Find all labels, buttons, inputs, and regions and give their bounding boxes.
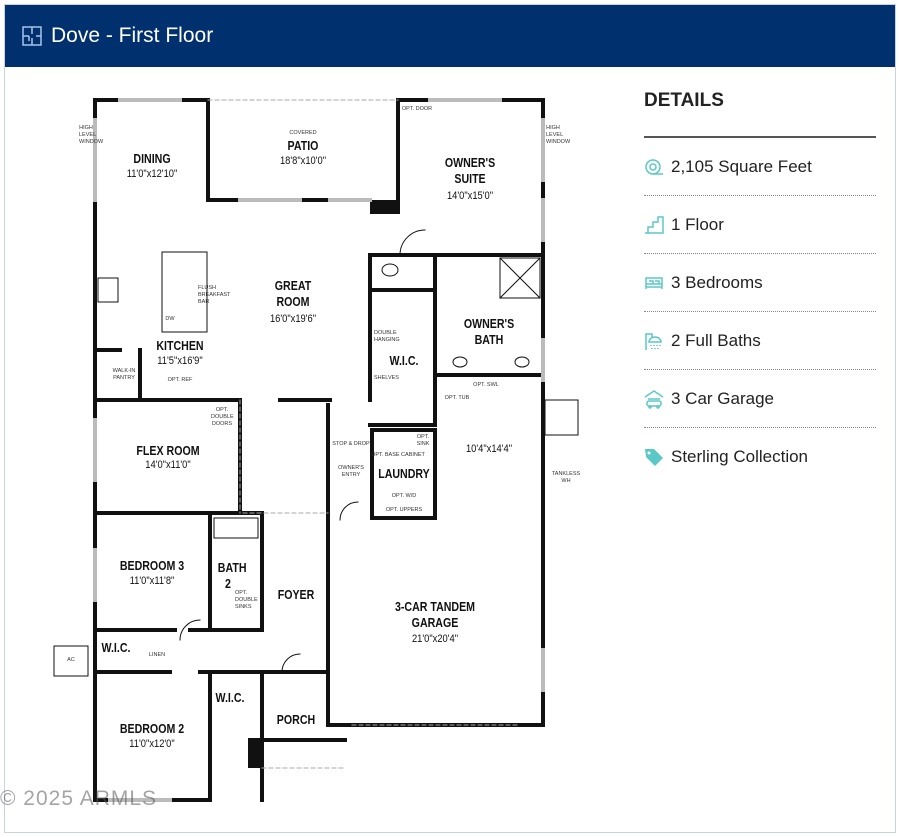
note-opt-ref: OPT. REF	[167, 377, 193, 383]
room-owners-suite-name: OWNER'S SUITE	[444, 156, 496, 186]
room-garage-dim: 21'0"x20'4"	[411, 633, 459, 645]
details-title: DETAILS	[644, 88, 876, 138]
room-flex-name: FLEX ROOM	[136, 444, 200, 458]
room-garage-name: 3-CAR TANDEM GARAGE	[394, 600, 476, 630]
detail-label: 2 Full Baths	[671, 330, 761, 350]
room-foyer-name: FOYER	[277, 588, 315, 602]
details-panel: DETAILS 2,105 Square Feet 1 Floor 3 Bedr…	[644, 88, 876, 485]
note-opt-wd: OPT. W/D	[391, 493, 417, 499]
note-walk-in-pantry: WALK-IN PANTRY	[112, 368, 136, 381]
floorplan-icon	[22, 26, 42, 46]
room-bath2-name: BATH 2	[217, 561, 247, 591]
detail-square-feet: 2,105 Square Feet	[644, 138, 876, 196]
note-opt-sink: OPT. SINK	[416, 434, 430, 447]
note-double-hanging: DOUBLE HANGING	[374, 330, 400, 343]
detail-collection: Sterling Collection	[644, 428, 876, 485]
note-opt-swl: OPT. SWL	[473, 382, 499, 388]
room-owners-suite-dim: 14'0"x15'0"	[446, 190, 494, 202]
page-frame	[4, 4, 896, 833]
dashed-lines	[207, 99, 521, 769]
tag-icon	[645, 448, 663, 466]
note-flush-breakfast-bar: FLUSH BREAKFAST BAR	[198, 285, 231, 305]
room-laundry-name: LAUNDRY	[378, 467, 430, 481]
note-stop-drop: STOP & DROP	[332, 441, 370, 447]
note-opt-uppers: OPT. UPPERS	[385, 507, 423, 513]
shower-icon	[645, 332, 662, 350]
header-bar: Dove - First Floor	[5, 5, 895, 67]
garage-icon	[644, 389, 664, 409]
detail-label: 3 Bedrooms	[671, 272, 763, 292]
detail-baths: 2 Full Baths	[644, 312, 876, 370]
tape-measure-icon	[645, 158, 663, 175]
note-shelves: SHELVES	[374, 375, 399, 381]
room-unnamed-dim: 10'4"x14'4"	[465, 443, 513, 455]
room-bedroom2-dim: 11'0"x12'0"	[129, 738, 175, 750]
room-dining-dim: 11'0"x12'10"	[126, 168, 178, 180]
detail-bedrooms: 3 Bedrooms	[644, 254, 876, 312]
note-high-level-window: HIGH LEVEL WINDOW	[79, 125, 104, 145]
bed-icon	[645, 276, 663, 289]
room-great-room-name: GREAT ROOM	[274, 279, 312, 309]
patio-note: COVERED	[289, 130, 317, 136]
room-kitchen-dim: 11'5"x16'9"	[157, 355, 203, 367]
note-dw: DW	[165, 316, 175, 322]
room-patio-dim: 18'8"x10'0"	[279, 155, 327, 167]
room-dining-name: DINING	[133, 152, 171, 166]
note-opt-double-doors: OPT. DOUBLE DOORS	[211, 407, 234, 427]
room-flex-dim: 14'0"x11'0"	[145, 459, 191, 471]
room-great-room-dim: 16'0"x19'6"	[269, 313, 317, 325]
note-owners-entry: OWNER'S ENTRY	[338, 465, 364, 478]
windows	[93, 98, 545, 802]
note-tankless-wh: TANKLESS WH	[551, 471, 581, 484]
detail-label: 2,105 Square Feet	[671, 156, 812, 176]
detail-floors: 1 Floor	[644, 196, 876, 254]
detail-label: 1 Floor	[671, 214, 724, 234]
detail-label: Sterling Collection	[671, 446, 809, 466]
note-opt-base-cabinet: OPT. BASE CABINET	[371, 452, 425, 458]
note-opt-tub: OPT. TUB	[444, 395, 470, 401]
page-title: Dove - First Floor	[51, 24, 214, 47]
room-owners-wic-name: W.I.C.	[389, 354, 419, 368]
room-bedroom3-name: BEDROOM 3	[119, 559, 185, 573]
note-opt-door: OPT. DOOR	[401, 106, 433, 112]
detail-garage: 3 Car Garage	[644, 370, 876, 428]
detail-label: 3 Car Garage	[671, 388, 774, 408]
stairs-icon	[645, 215, 664, 234]
note-opt-double-sinks: OPT. DOUBLE SINKS	[235, 590, 258, 610]
room-owners-bath-name: OWNER'S BATH	[463, 317, 515, 347]
watermark: © 2025 ARMLS	[0, 787, 158, 810]
note-ac: AC	[67, 657, 75, 663]
room-patio-name: PATIO	[287, 139, 319, 153]
room-kitchen-name: KITCHEN	[156, 339, 204, 353]
room-bedroom3-dim: 11'0"x11'8"	[129, 575, 175, 587]
room-porch-name: PORCH	[276, 713, 316, 727]
room-bed3-wic-name: W.I.C.	[101, 641, 131, 655]
room-bed2-wic-name: W.I.C.	[215, 691, 245, 705]
note-high-level-window-right: HIGH LEVEL WINDOW	[546, 125, 571, 145]
note-linen: LINEN	[148, 652, 166, 658]
room-bedroom2-name: BEDROOM 2	[119, 722, 185, 736]
